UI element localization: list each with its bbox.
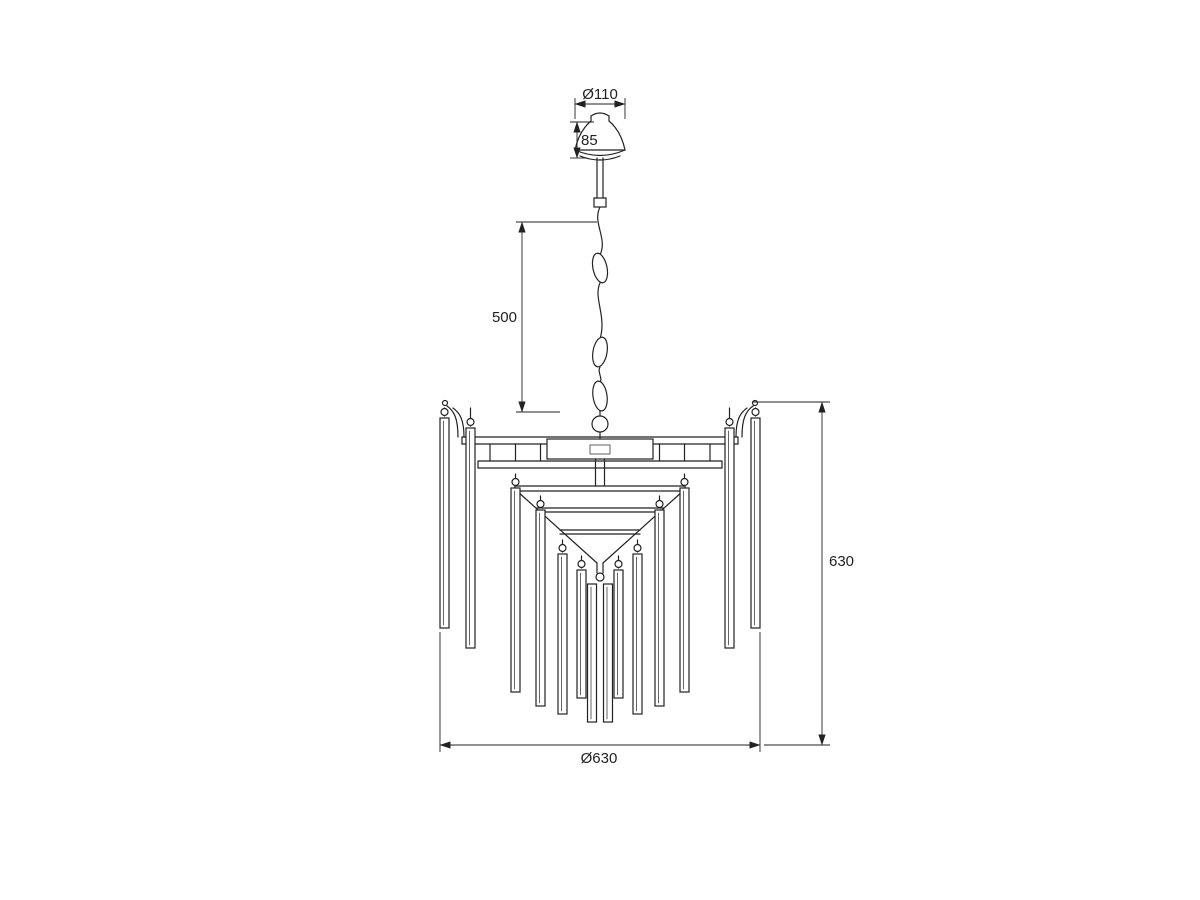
stem-collar bbox=[593, 197, 607, 208]
body-height-label: 630 bbox=[829, 553, 854, 570]
chandelier-frame bbox=[441, 399, 759, 469]
crystal-tube bbox=[724, 407, 735, 649]
chain-end-ring bbox=[591, 415, 609, 433]
crystal-tube bbox=[602, 583, 614, 723]
tube-hook-ring bbox=[655, 499, 664, 509]
cone-finial bbox=[595, 572, 605, 582]
dimensions: Ø110 85 500 630 Ø630 bbox=[439, 86, 854, 767]
tube-hook-ring bbox=[614, 559, 623, 569]
crystal-tube bbox=[750, 407, 761, 629]
tube-hook-ring bbox=[633, 543, 642, 553]
tube-hook-ring bbox=[440, 407, 449, 417]
crystal-tubes bbox=[439, 407, 761, 723]
suspension-chain bbox=[591, 206, 609, 433]
tube-hook-ring bbox=[680, 477, 689, 487]
crystal-tube bbox=[586, 583, 598, 723]
hub-detail bbox=[589, 444, 611, 455]
chain-link bbox=[592, 336, 608, 368]
tube-hook-ring bbox=[577, 559, 586, 569]
dim-chain-length: 500 bbox=[492, 221, 597, 413]
tube-hook-ring bbox=[466, 417, 475, 427]
tube-hook-ring bbox=[536, 499, 545, 509]
dim-body-diameter: Ø630 bbox=[439, 632, 761, 767]
crystal-tube bbox=[557, 539, 568, 715]
dim-canopy-diameter: Ø110 bbox=[574, 86, 626, 119]
crystal-tube bbox=[654, 495, 665, 707]
crystal-tube bbox=[535, 495, 546, 707]
crystal-tube bbox=[679, 473, 690, 693]
center-cone bbox=[514, 458, 686, 582]
crystal-tube bbox=[576, 555, 587, 699]
center-hub bbox=[546, 438, 654, 460]
dim-body-height: 630 bbox=[752, 401, 854, 746]
left-arm bbox=[441, 399, 465, 438]
dim-canopy-height: 85 bbox=[570, 121, 598, 159]
canopy-stem bbox=[596, 157, 604, 199]
tube-hook-ring bbox=[751, 407, 760, 417]
tube-hook-ring bbox=[558, 543, 567, 553]
chain-link bbox=[591, 252, 609, 284]
ceiling-canopy bbox=[574, 112, 626, 208]
canopy-bell bbox=[574, 112, 626, 151]
crystal-tube bbox=[632, 539, 643, 715]
crystal-tube bbox=[613, 555, 624, 699]
canopy-diameter-label: Ø110 bbox=[582, 86, 618, 103]
crystal-tube bbox=[465, 407, 476, 649]
crystal-tube bbox=[439, 407, 450, 629]
tube-hook-ring bbox=[725, 417, 734, 427]
crystal-tube bbox=[510, 473, 521, 693]
canopy-height-label: 85 bbox=[581, 132, 598, 149]
tube-hook-ring bbox=[511, 477, 520, 487]
chain-length-label: 500 bbox=[492, 309, 517, 326]
chain-link bbox=[592, 380, 608, 412]
body-diameter-label: Ø630 bbox=[581, 750, 618, 767]
